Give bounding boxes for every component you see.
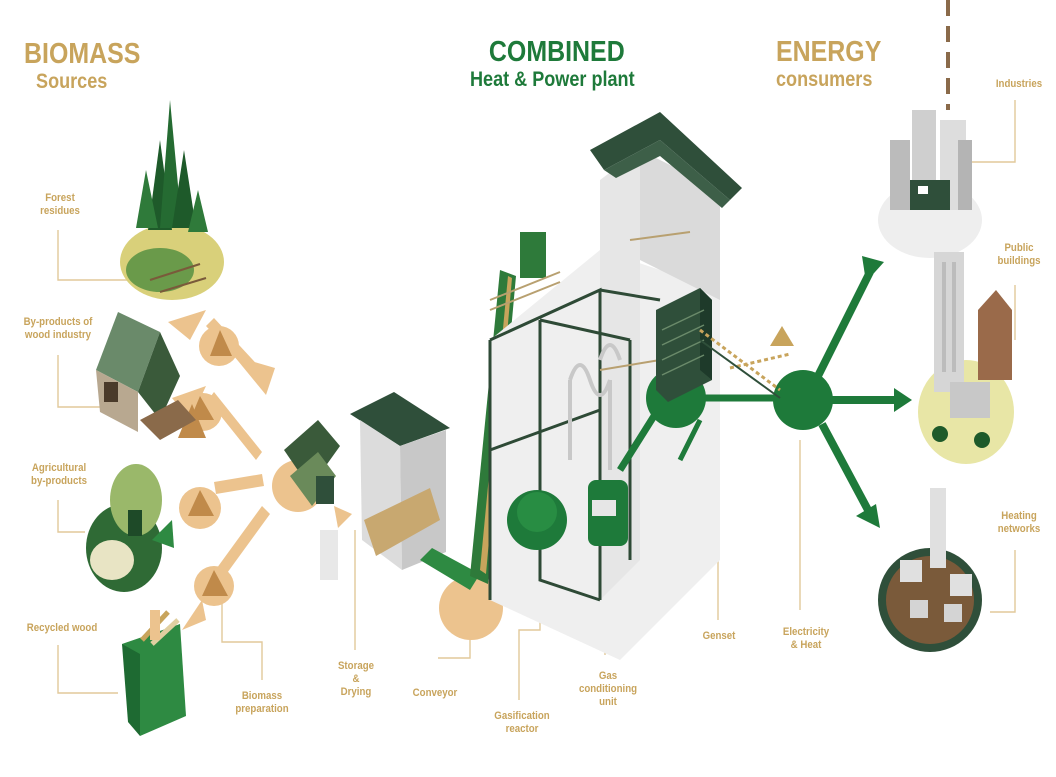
label-heating-networks: Heating networks <box>997 510 1041 535</box>
agricultural-illustration <box>86 464 174 592</box>
chp-plant-building <box>488 112 742 660</box>
label-storage-drying: Storage & Drying <box>337 660 375 698</box>
forest-illustration <box>120 100 224 300</box>
recycled-wood-illustration <box>122 610 186 736</box>
label-conveyor: Conveyor <box>412 687 458 699</box>
biomass-sources-heading: BIOMASS Sources <box>24 38 141 93</box>
biomass-title: BIOMASS <box>24 38 141 70</box>
label-gasification-reactor: Gasification reactor <box>494 710 550 735</box>
public-buildings-illustration <box>918 252 1014 464</box>
energy-title: ENERGY <box>776 36 882 68</box>
chp-heading: COMBINED Heat & Power plant <box>470 36 635 91</box>
energy-subtitle: consumers <box>776 68 873 91</box>
label-recycled-wood: Recycled wood <box>26 622 98 634</box>
label-gas-conditioning-unit: Gas conditioning unit <box>578 670 638 708</box>
sawmill-illustration <box>96 312 196 440</box>
heating-networks-illustration <box>878 488 982 652</box>
label-electricity-heat: Electricity & Heat <box>782 626 830 651</box>
label-forest-residues: Forest residues <box>40 192 80 217</box>
leader-lines <box>57 100 1016 700</box>
chp-title: COMBINED <box>488 36 625 68</box>
industries-illustration <box>878 110 982 258</box>
biomass-preparation-machine <box>284 420 340 506</box>
label-agricultural-byproducts: Agricultural by-products <box>31 462 87 487</box>
label-genset: Genset <box>702 630 736 642</box>
biomass-subtitle: Sources <box>36 70 108 93</box>
label-biomass-preparation: Biomass preparation <box>235 690 289 715</box>
energy-distribution <box>617 256 912 528</box>
label-industries: Industries <box>995 78 1043 90</box>
chp-subtitle: Heat & Power plant <box>470 68 635 91</box>
storage-drying-shed <box>320 392 450 580</box>
label-public-buildings: Public buildings <box>997 242 1041 267</box>
label-wood-industry: By-products of wood industry <box>23 316 93 341</box>
energy-consumers-heading: ENERGY consumers <box>776 36 882 91</box>
wood-chip-piles <box>178 330 232 596</box>
